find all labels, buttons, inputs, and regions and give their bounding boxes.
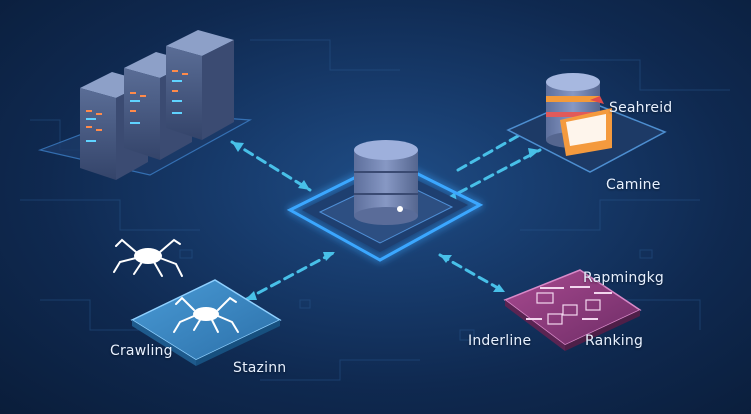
arrowhead-icon [440, 255, 452, 263]
arrow-heads [232, 142, 540, 300]
central-database-icon [286, 140, 484, 262]
arrowhead-icon [493, 284, 505, 292]
arrowhead-icon [323, 252, 335, 261]
arrow-center-to-rank [438, 253, 507, 294]
arrow-servers-to-center [230, 140, 312, 192]
arrowhead-icon [528, 148, 540, 158]
label-ranking: Ranking [585, 333, 644, 349]
ranking-panel [503, 269, 642, 351]
search-engine-icon [506, 73, 667, 173]
spider-icon [173, 296, 239, 333]
label-searchengine: Seahreid [609, 100, 673, 116]
label-stazinn: Stazinn [233, 360, 287, 376]
circuit-traces [20, 39, 730, 381]
arrow-center-to-search-2 [456, 130, 527, 172]
connection-arrows [230, 130, 542, 302]
arrowhead-icon [232, 142, 244, 152]
arrow-center-to-search [443, 148, 542, 202]
label-crawling: Crawling [110, 343, 173, 359]
label-rapmingkg: Rapmingkg [583, 270, 664, 286]
label-indexline: Inderline [468, 333, 532, 349]
label-camine: Camine [606, 177, 661, 193]
server-rack-icon [37, 30, 253, 180]
arrowhead-icon [245, 291, 257, 300]
spider-icon [113, 238, 183, 277]
arrowhead-icon [298, 180, 310, 190]
arrow-crawl-to-center [243, 250, 337, 302]
